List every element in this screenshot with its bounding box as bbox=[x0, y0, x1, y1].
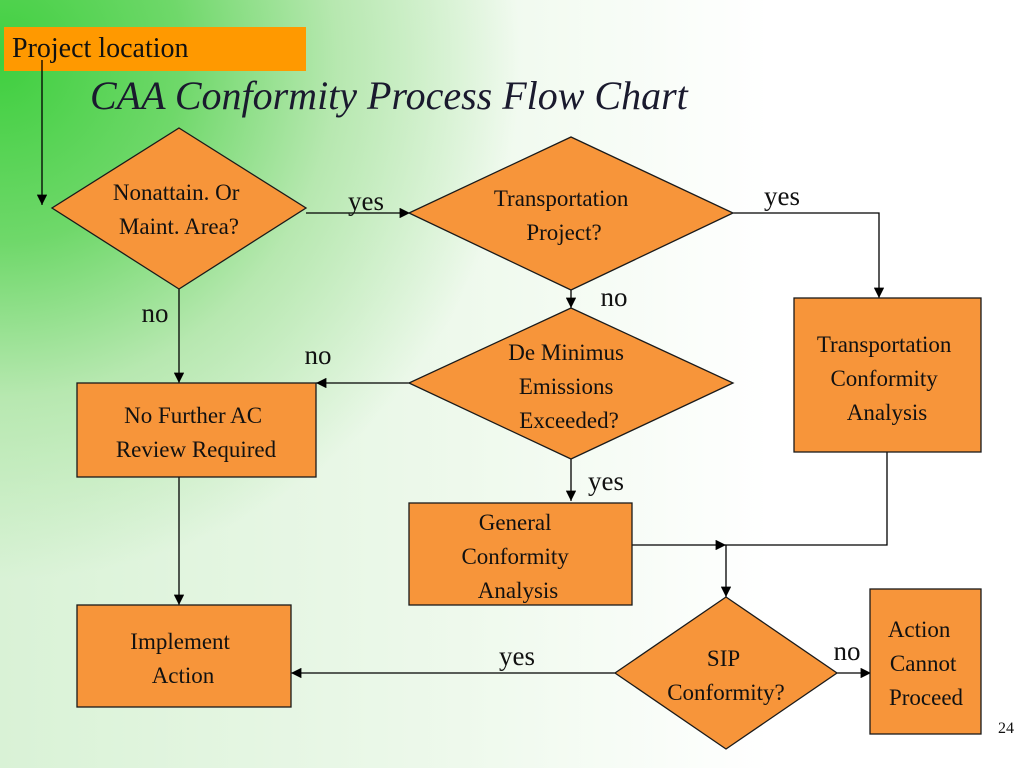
sip-label: SIP Conformity? bbox=[667, 646, 785, 705]
cannot-proceed-label: Action Cannot Proceed bbox=[888, 617, 964, 710]
edge-label-deminimus-no: no bbox=[305, 340, 332, 370]
nonattain-diamond bbox=[50, 127, 308, 290]
edge-label-sip-no: no bbox=[834, 636, 861, 666]
general-analysis-box bbox=[408, 502, 633, 606]
transport-question-diamond bbox=[407, 136, 735, 291]
slide-title: CAA Conformity Process Flow Chart bbox=[90, 73, 688, 118]
cannot-proceed-box bbox=[869, 588, 982, 735]
transport-analysis-box bbox=[793, 297, 982, 453]
project-location-text: Project location bbox=[12, 33, 189, 64]
transport-question-label: Transportation Project? bbox=[494, 186, 634, 245]
edge-label-transport-yes: yes bbox=[764, 181, 800, 211]
deminimus-label: De Minimus Emissions Exceeded? bbox=[508, 340, 629, 433]
edge-label-nonattain-yes: yes bbox=[348, 186, 384, 216]
edge-label-sip-yes: yes bbox=[499, 641, 535, 671]
nonattain-label: Nonattain. Or Maint. Area? bbox=[113, 180, 245, 239]
edge-label-transport-no: no bbox=[601, 282, 628, 312]
implement-box bbox=[76, 604, 292, 708]
edge-label-nonattain-no: no bbox=[142, 298, 169, 328]
general-analysis-label: General Conformity Analysis bbox=[461, 510, 574, 603]
no-further-label: No Further AC Review Required bbox=[116, 403, 277, 462]
edge-label-deminimus-yes: yes bbox=[588, 466, 624, 496]
transport-analysis-label: Transportation Conformity Analysis bbox=[817, 332, 957, 425]
sip-diamond bbox=[613, 596, 839, 750]
deminimus-diamond bbox=[407, 307, 735, 460]
page-number: 24 bbox=[998, 720, 1014, 737]
no-further-box bbox=[76, 382, 317, 478]
project-location-label: Project location bbox=[4, 27, 306, 71]
edge-tca-to-sip bbox=[720, 452, 888, 597]
implement-label: Implement Action bbox=[130, 629, 235, 688]
edge-transport-to-tca bbox=[733, 212, 885, 298]
